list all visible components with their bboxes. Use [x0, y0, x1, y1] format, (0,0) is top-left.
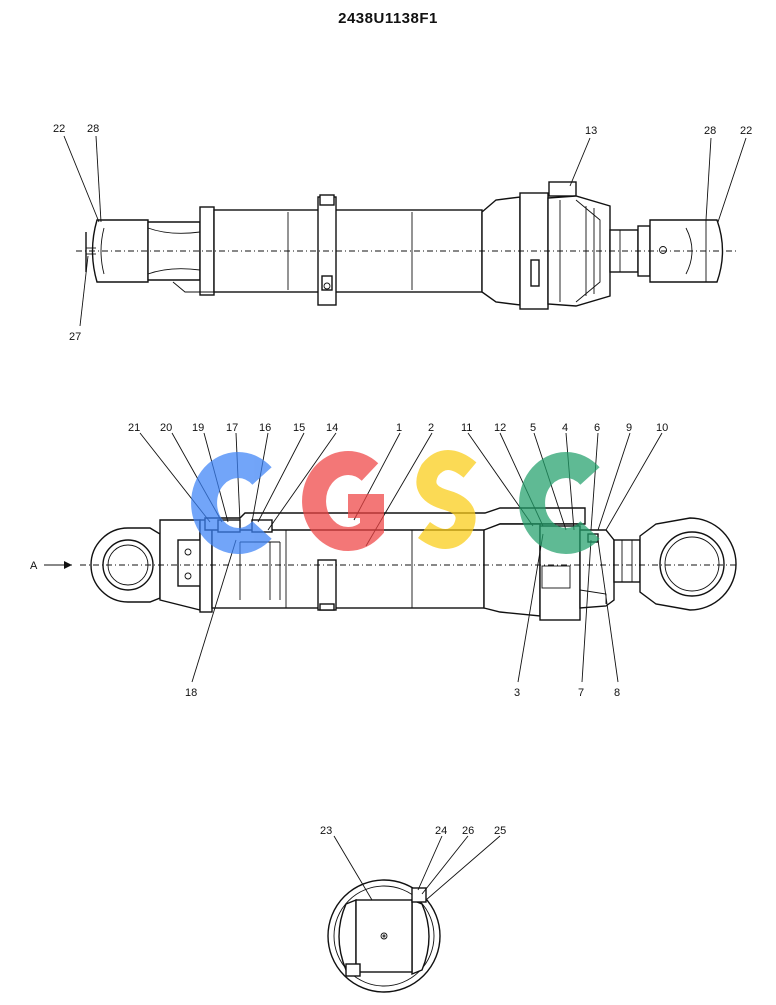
- callout-label: 9: [626, 422, 632, 434]
- callout-label: 17: [226, 422, 238, 434]
- cylinder-end-view: [327, 879, 441, 993]
- watermark-letter-c: [519, 452, 600, 554]
- watermark-letter-c: [191, 452, 272, 554]
- callout-label: 28: [87, 123, 99, 135]
- gsc-watermark: [191, 450, 600, 554]
- callout-label: 16: [259, 422, 271, 434]
- callout-label: 8: [614, 687, 620, 699]
- callout-label: 12: [494, 422, 506, 434]
- callout-label: 7: [578, 687, 584, 699]
- callout-label: 15: [293, 422, 305, 434]
- callout-label: 22: [53, 123, 65, 135]
- watermark-letter-s: [416, 450, 477, 549]
- callout-label: 26: [462, 825, 474, 837]
- callout-label: 18: [185, 687, 197, 699]
- callout-label: 14: [326, 422, 338, 434]
- end-view-leaders: [333, 835, 501, 901]
- callout-label: 3: [514, 687, 520, 699]
- callout-label: 20: [160, 422, 172, 434]
- side-view-labels: 21 20 19 17 16 15 14 1 2 11 12 5 4 6 9 1…: [30, 422, 668, 699]
- callout-label: 10: [656, 422, 668, 434]
- callout-label: 5: [530, 422, 536, 434]
- callout-label: 28: [704, 125, 716, 137]
- callout-label: 1: [396, 422, 402, 434]
- end-view-labels: 23 24 26 25: [320, 825, 506, 837]
- callout-label: 23: [320, 825, 332, 837]
- callout-label: 11: [461, 422, 472, 434]
- callout-label: 13: [585, 125, 597, 137]
- top-view-leaders: [63, 135, 747, 327]
- callout-label: 24: [435, 825, 447, 837]
- cylinder-side-view: [44, 507, 738, 621]
- callout-label: 21: [128, 422, 140, 434]
- cylinder-top-view: [76, 181, 736, 310]
- callout-label: 19: [192, 422, 204, 434]
- callout-label: 25: [494, 825, 506, 837]
- callout-label: 27: [69, 331, 81, 343]
- callout-label: 2: [428, 422, 434, 434]
- callout-label: 22: [740, 125, 752, 137]
- watermark-letter-g: [302, 451, 384, 551]
- callout-label: 4: [562, 422, 568, 434]
- drawing-number: 2438U1138F1: [338, 10, 438, 27]
- section-marker: A: [30, 560, 38, 572]
- callout-label: 6: [594, 422, 600, 434]
- top-view-labels: 22 28 27 13 28 22: [53, 123, 752, 343]
